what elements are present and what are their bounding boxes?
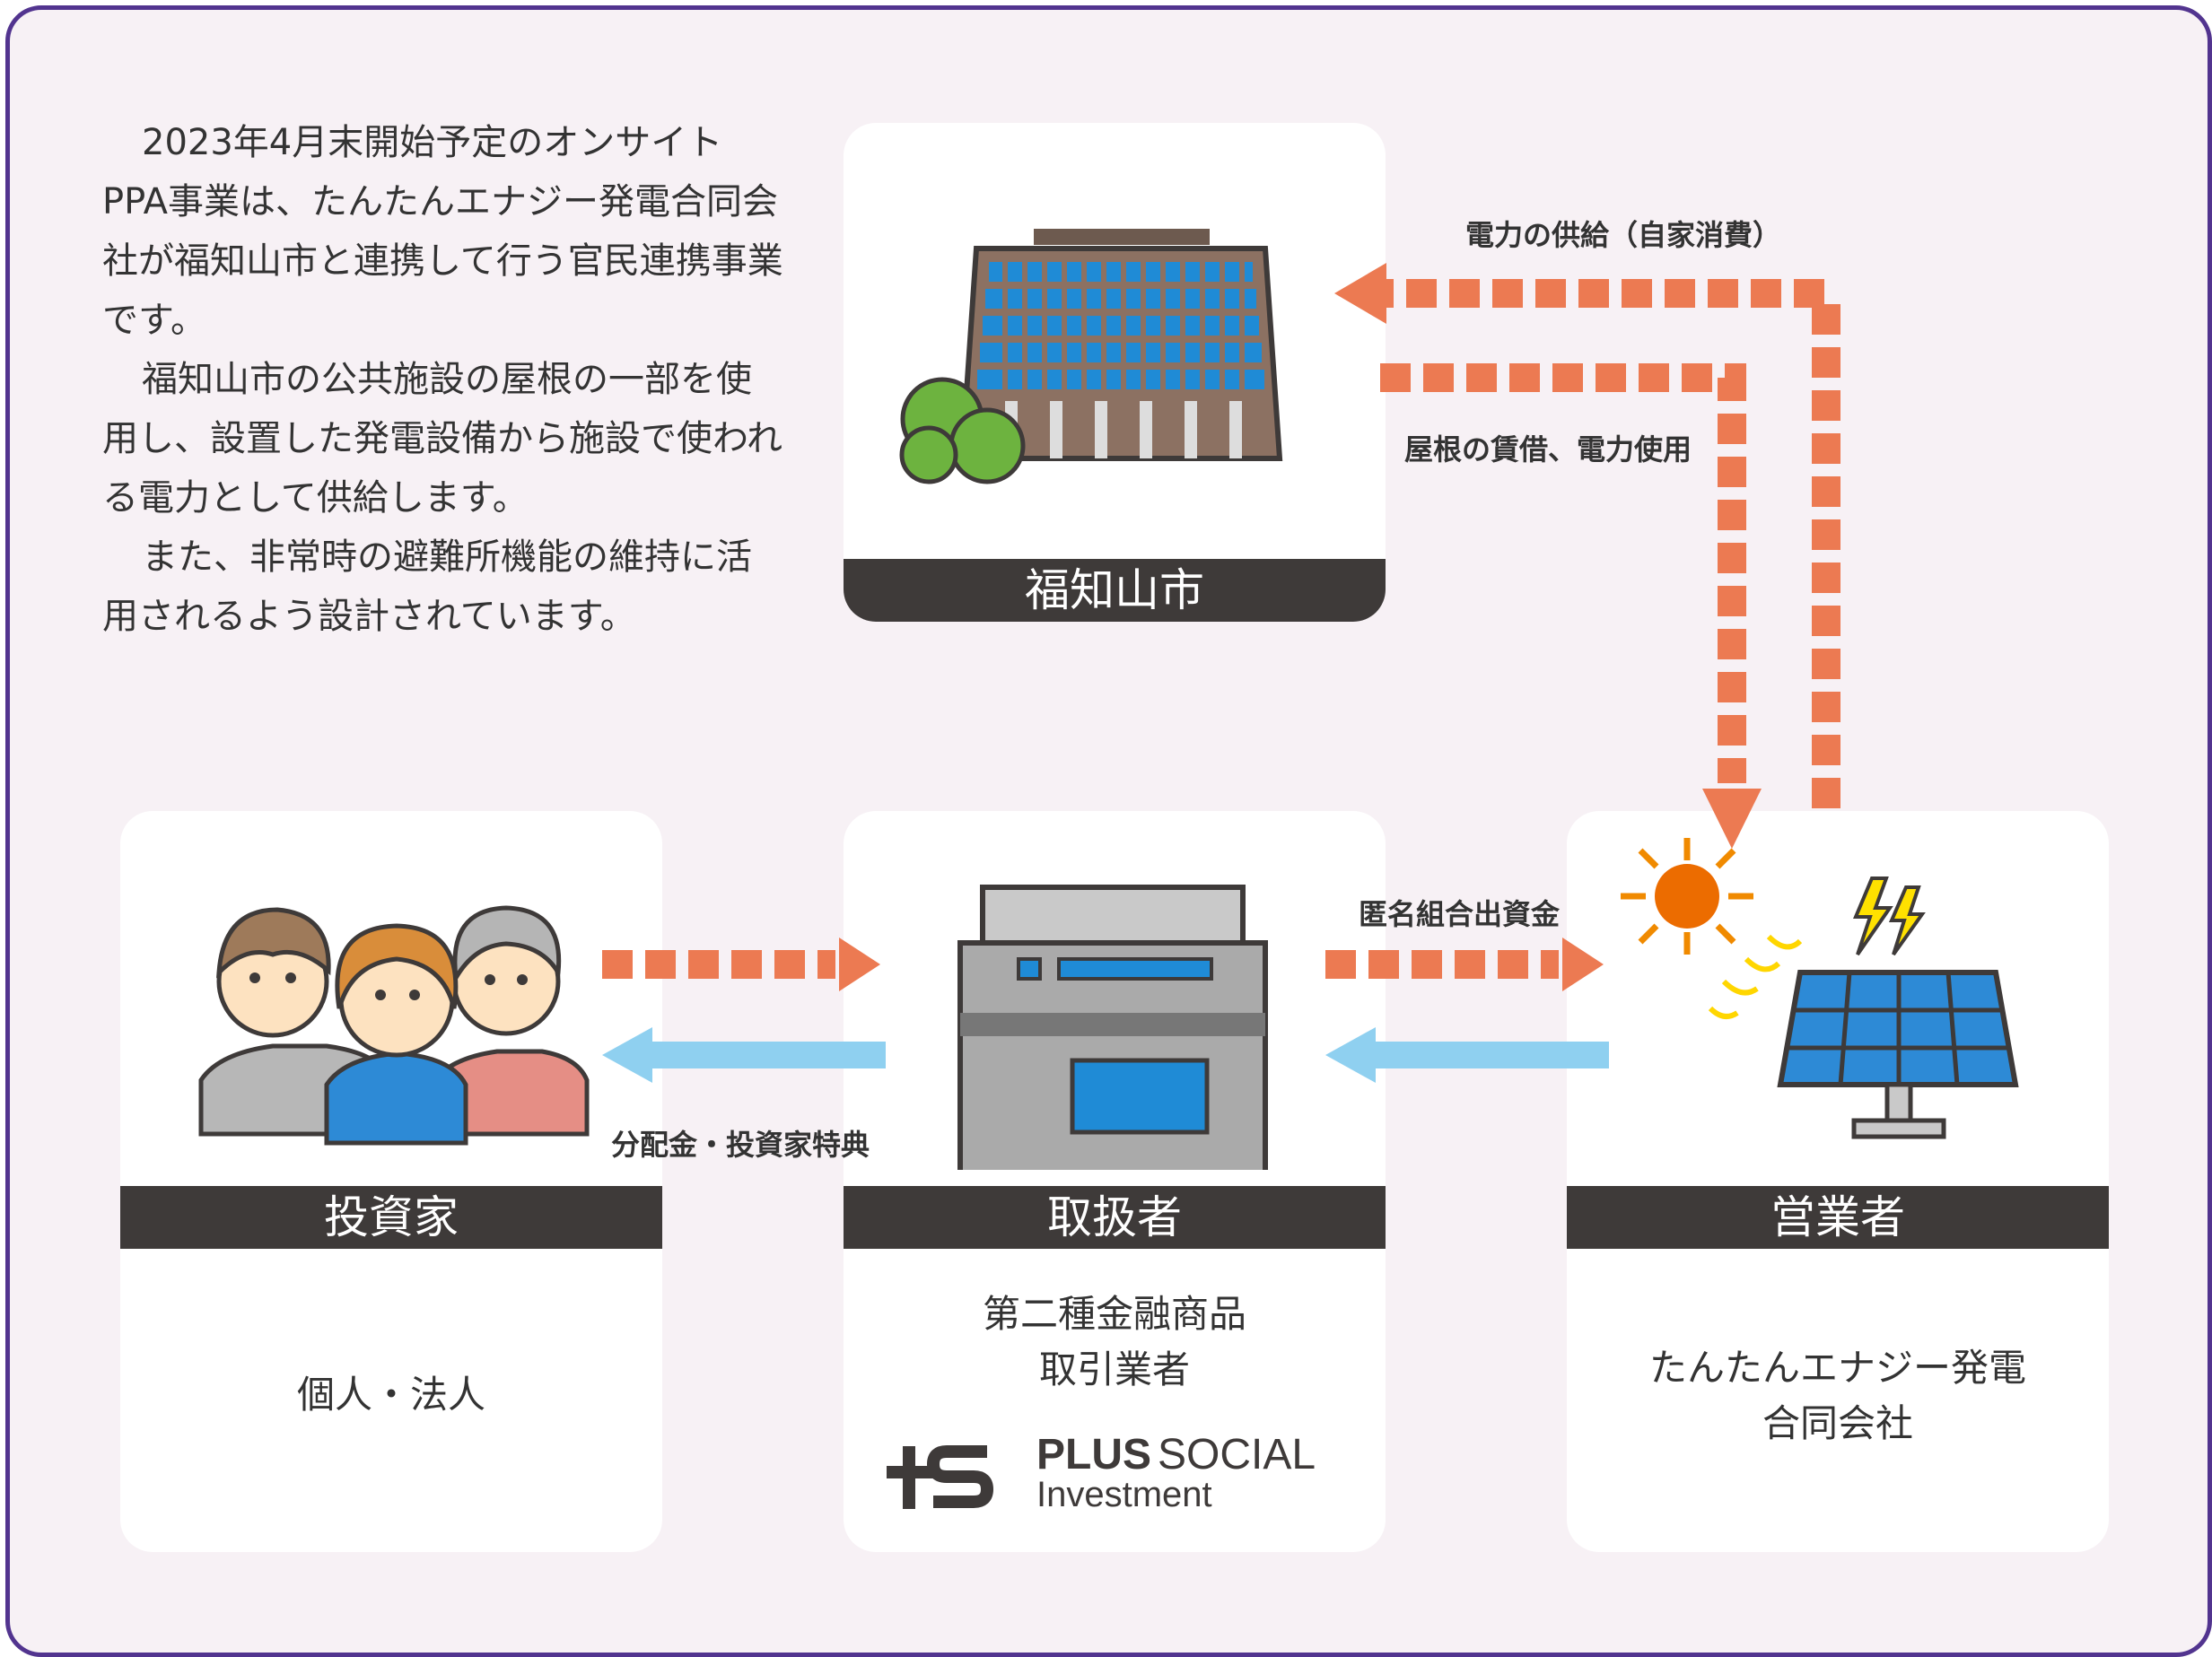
- diagram-frame: 2023年4月末開始予定のオンサイトPPA事業は、たんたんエナジー発電合同会社が…: [5, 5, 2212, 1657]
- intro-paragraph-1: 2023年4月末開始予定のオンサイトPPA事業は、たんたんエナジー発電合同会社が…: [102, 122, 783, 341]
- operator-description-line1: たんたんエナジー発電: [1648, 1346, 2026, 1390]
- dividend-arrow-right: [1372, 1042, 1609, 1068]
- logo-text-social: SOCIAL: [1158, 1431, 1316, 1478]
- operator-description-line2: 合同会社: [1762, 1401, 1913, 1445]
- dividend-arrowhead-right: [1325, 1027, 1376, 1083]
- anonymous-partnership-label: 匿名組合出資金: [1359, 897, 1561, 931]
- flow-arrows: [602, 263, 1840, 1083]
- operator-card: 営業者 たんたんエナジー発電 合同会社: [1567, 811, 2109, 1552]
- roof-lease-arrow: [1380, 363, 1746, 783]
- intro-paragraph-2: 福知山市の公共施設の屋根の一部を使用し、設置した発電設備から施設で使われる電力と…: [102, 359, 783, 519]
- plus-social-logo-mark: [887, 1445, 994, 1509]
- dividend-arrow-left: [649, 1042, 886, 1068]
- investors-icon: [198, 905, 590, 1146]
- handler-description-line1: 第二種金融商品: [982, 1292, 1246, 1336]
- operator-title: 営業者: [1567, 1186, 2109, 1249]
- solar-panel-icon: [1621, 838, 2019, 1139]
- investor-title: 投資家: [120, 1186, 662, 1249]
- city-hall-icon: [899, 229, 1283, 484]
- roof-lease-label: 屋根の賃借、電力使用: [1404, 432, 1692, 467]
- roof-lease-arrowhead: [1702, 789, 1762, 849]
- handler-title: 取扱者: [844, 1186, 1386, 1249]
- handler-description-line2: 取引業者: [1038, 1347, 1190, 1391]
- plus-social-logo: PLUS SOCIAL Investment: [879, 1430, 1364, 1514]
- dividend-label: 分配金・投資家特典: [611, 1128, 870, 1162]
- investor-card: 投資家 個人・法人: [120, 811, 662, 1552]
- handler-card: 取扱者 第二種金融商品 取引業者 PLUS SOCIAL Investment: [844, 811, 1386, 1552]
- investment-arrowhead-left: [839, 938, 880, 991]
- fukuchiyama-card: 福知山市: [844, 123, 1386, 622]
- logo-text-plus: PLUS: [1036, 1431, 1152, 1478]
- power-supply-arrowhead: [1334, 263, 1386, 324]
- investor-description: 個人・法人: [296, 1373, 485, 1417]
- power-supply-label: 電力の供給（自家消費）: [1465, 218, 1782, 252]
- investment-arrowhead-right: [1562, 938, 1604, 991]
- logo-text-investment: Investment: [1036, 1475, 1212, 1514]
- intro-text: 2023年4月末開始予定のオンサイトPPA事業は、たんたんエナジー発電合同会社が…: [102, 113, 784, 646]
- fukuchiyama-title: 福知山市: [844, 559, 1386, 622]
- dividend-arrowhead-left: [602, 1027, 652, 1083]
- intro-paragraph-3: また、非常時の避難所機能の維持に活用されるよう設計されています。: [102, 536, 752, 637]
- office-building-icon: [957, 885, 1268, 1170]
